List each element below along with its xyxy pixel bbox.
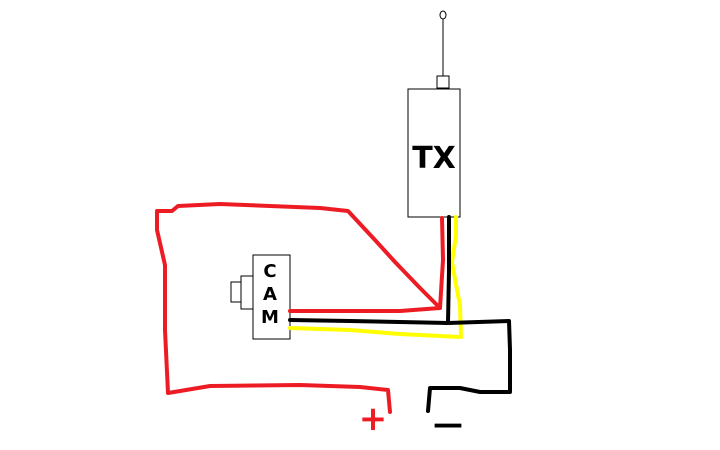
- cam-box: [252, 254, 291, 340]
- transmitter: TX: [407, 88, 461, 218]
- red-wire: [155, 202, 445, 414]
- cam-label-m: M: [261, 307, 279, 328]
- camera-lens-mount: [240, 275, 254, 310]
- antenna-tip: [439, 10, 447, 20]
- camera: C A M: [230, 254, 291, 340]
- tx-label: TX: [412, 141, 456, 176]
- cam-label-a: A: [263, 284, 277, 305]
- tx-box: [407, 88, 461, 218]
- cam-label-c: C: [263, 261, 276, 282]
- yellow-wire: [288, 215, 463, 339]
- camera-lens: [230, 281, 242, 303]
- antenna-connector: [436, 75, 450, 89]
- antenna: [436, 10, 450, 89]
- minus-sign: —: [433, 407, 463, 442]
- plus-sign: +: [359, 399, 388, 439]
- black-wire: [288, 215, 512, 413]
